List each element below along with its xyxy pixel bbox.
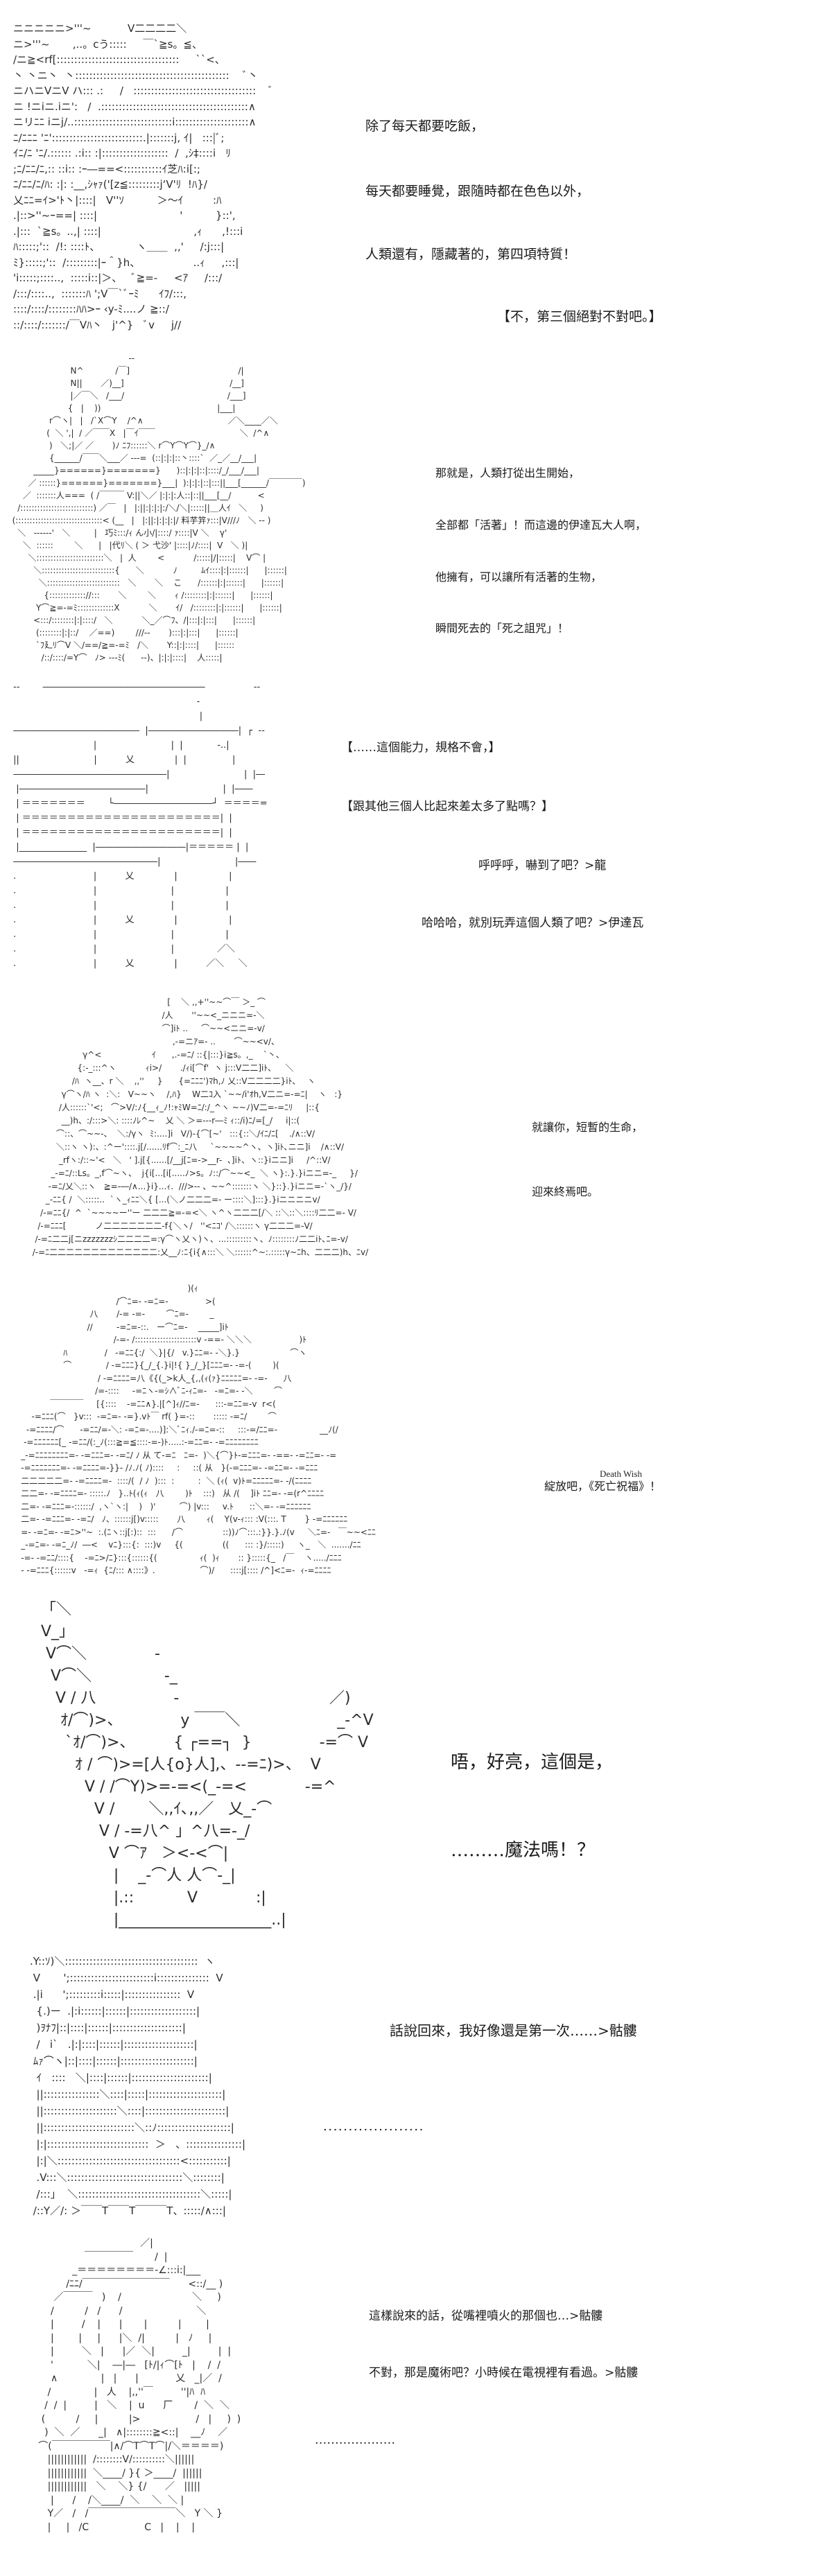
panel-6: 「＼ V_」 V⌒＼ - V⌒＼ -_ V / 八 - ／) ｵ/⌒)>、 y …: [41, 1601, 614, 1929]
dialogue-line-idawa: 哈哈哈，就別玩弄這個人類了吧？>伊達瓦: [422, 916, 644, 930]
dialogue-line-skeleton: 話說回來，我好像還是第一次……>骷髏: [390, 2022, 637, 2039]
dialogue-line: 迎來終焉吧。: [532, 1185, 599, 1198]
bracket-thought-line: 【跟其他三個人比起來差太多了點嗎？】: [341, 800, 553, 814]
ascii-art-skeleton-character: ／| ￣￣￣￣￣ / | _＝＝＝＝＝＝＝＝-∠:::i:|___ /ﾆﾆ/￣￣…: [38, 2238, 241, 2533]
ascii-art-girl-closeup: ニニニニニ>'''~ V二二二二＼ ニ>'''~ ,..。cう::::: ￣`≧…: [13, 22, 274, 331]
dialogue-line: 他擁有，可以讓所有活著的生物，: [435, 570, 603, 584]
panel-5: )(ｨ /⌒ﾆ=- -=ﾆ=- >( 八 /-= -=- ⌒ﾆ=- _ // -…: [21, 1283, 661, 1575]
panel-3: -- ―――――――――――――――――― -- - | ―――――――――――…: [0, 0, 832, 984]
ascii-art-magic-burst: 「＼ V_」 V⌒＼ - V⌒＼ -_ V / 八 - ／) ｵ/⌒)>、 y …: [41, 1601, 374, 1929]
dialogue-line: 瞬間死去的「死之詛咒」！: [435, 622, 569, 635]
narration-line: 除了每天都要吃飯，: [365, 119, 485, 134]
ascii-art-skeleton-pillar: .Y::ｿ)＼:::::::::::::::::::::::::::::::::…: [30, 1955, 246, 2217]
ellipsis-silence: ....................: [324, 2121, 425, 2132]
panel-1: ニニニニニ>'''~ V二二二二＼ ニ>'''~ ,..。cう::::: ￣`≧…: [0, 0, 832, 347]
panel-4: [ ＼ ,,+''~~⌒￣ ＞_ ⌒ /人 ''~~<_ニニニ=-＼ ⌒]iﾄ …: [0, 0, 832, 1275]
dialogue-line-dragon: 呼呼呼，嚇到了吧？>龍: [478, 859, 607, 873]
spell-shout-line: 綻放吧，《死亡祝福》！: [544, 1480, 661, 1493]
ascii-art-battle-scene: [ ＼ ,,+''~~⌒￣ ＞_ ⌒ /人 ''~~<_ニニニ=-＼ ⌒]iﾄ …: [32, 997, 369, 1257]
bracket-thought-line: 【……這個能力，規格不會，】: [341, 741, 501, 755]
ascii-art-structure-panel: -- ―――――――――――――――――― -- - | ―――――――――――…: [13, 682, 267, 969]
narration-line: 每天都要睡覺，跟隨時都在色色以外，: [365, 184, 590, 199]
narration-line: 人類還有，隱藏著的，第四項特質！: [365, 247, 577, 262]
dialogue-line: 就讓你，短暫的生命，: [532, 1121, 643, 1134]
bracket-retort-line: 【不，第三個絕對不對吧。】: [497, 309, 662, 324]
ascii-art-winged-creature: -- N^ /￣] /| N|| ／)__] /__] |／￣＼: [12, 353, 306, 663]
panel-2: -- N^ /￣] /| N|| ／)__] /__] |／￣＼: [0, 0, 832, 672]
panel-7: .Y::ｿ)＼:::::::::::::::::::::::::::::::::…: [30, 1955, 637, 2217]
dialogue-line-skeleton: 這樣說來的話，從嘴裡噴火的那個也…>骷髏: [369, 2309, 603, 2323]
ascii-art-death-wish-cast: )(ｨ /⌒ﾆ=- -=ﾆ=- >( 八 /-= -=- ⌒ﾆ=- _ // -…: [21, 1283, 376, 1575]
dialogue-line-skeleton: 不對，那是魔術吧？小時候在電視裡有看過。>骷髏: [369, 2366, 639, 2380]
dialogue-line: 那就是，人類打從出生開始，: [435, 466, 580, 480]
dialogue-line: 全部都「活著」！而這邊的伊達瓦大人啊，: [435, 518, 647, 532]
dialogue-line: ………魔法嗎！？: [451, 1840, 596, 1861]
spell-name-ruby: Death Wish: [600, 1469, 642, 1479]
dialogue-line: 唔，好亮，這個是，: [451, 1752, 614, 1773]
ellipsis-silence: ....................: [315, 2435, 397, 2446]
